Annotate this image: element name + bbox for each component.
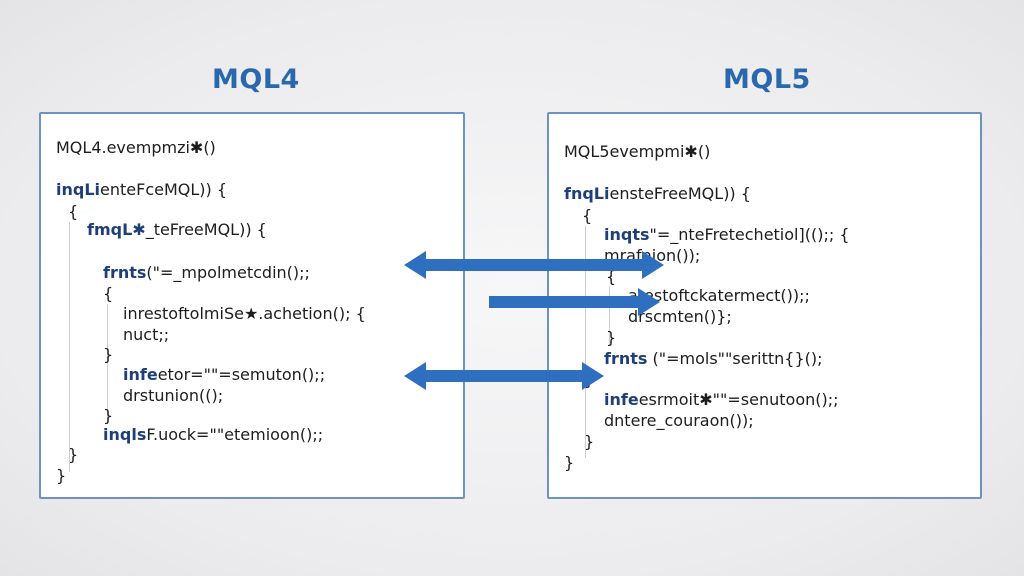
code-keyword: frnts bbox=[604, 349, 648, 368]
code-text: drstunion((); bbox=[123, 386, 224, 405]
code-text: } bbox=[606, 328, 617, 347]
code-line: } bbox=[606, 328, 616, 347]
code-line: dntere_couraon()); bbox=[604, 411, 754, 430]
double-arrow-top bbox=[404, 251, 664, 279]
arrow-right-middle bbox=[489, 288, 660, 316]
code-text: } bbox=[103, 406, 114, 425]
indent-guide bbox=[107, 304, 108, 424]
code-text: etor=""=semuton();; bbox=[157, 365, 326, 384]
code-text: esrmoit✱""=senutoon();; bbox=[638, 390, 839, 409]
code-line: fmqL✱_teFreeMQL)) { bbox=[87, 220, 267, 239]
indent-guide bbox=[69, 222, 70, 472]
code-line: } bbox=[103, 406, 113, 425]
code-line: arestoftckatermect());; bbox=[628, 286, 810, 305]
code-line: inqlsF.uock=""etemioon();; bbox=[103, 425, 323, 444]
code-line: } bbox=[564, 453, 574, 472]
code-keyword: inqls bbox=[103, 425, 147, 444]
code-text: MQL4.evempmzi✱() bbox=[56, 138, 216, 157]
code-text: nuct;; bbox=[123, 325, 170, 344]
mql4-code-panel: MQL4.evempmzi✱() inqLienteFceMQL)) { { fmqL… bbox=[39, 112, 465, 499]
code-text: } bbox=[103, 345, 114, 364]
code-line: inqts"=_nteFretechetiol](();; { bbox=[604, 225, 850, 244]
code-text: ("=_mpolmetcdin();; bbox=[146, 263, 310, 282]
code-text: { bbox=[582, 206, 593, 225]
code-keyword: infe bbox=[123, 365, 158, 384]
code-text: } bbox=[68, 445, 79, 464]
code-line: } bbox=[584, 432, 594, 451]
code-text: _teFreeMQL)) { bbox=[145, 220, 267, 239]
mql4-title: MQL4 bbox=[212, 64, 300, 95]
code-text: { bbox=[103, 284, 114, 303]
code-text: dntere_couraon()); bbox=[604, 411, 754, 430]
code-text: ensteFreeMQL)) { bbox=[609, 184, 751, 203]
code-line: { bbox=[582, 206, 592, 225]
code-line: drstunion((); bbox=[123, 386, 223, 405]
indent-guide bbox=[609, 286, 610, 346]
code-line: infeesrmoit✱""=senutoon();; bbox=[604, 390, 839, 409]
code-line: fnqLiensteFreeMQL)) { bbox=[564, 184, 751, 203]
code-text: inrestoftolmiSe★.achetion(); { bbox=[123, 304, 366, 323]
code-line: infeetor=""=semuton();; bbox=[123, 365, 325, 384]
code-line: MQL4.evempmzi✱() bbox=[56, 138, 216, 157]
code-text: } bbox=[56, 466, 67, 485]
code-keyword: fmqL✱ bbox=[87, 220, 146, 239]
code-line: { bbox=[606, 267, 616, 286]
code-line: frnts ("=mols""serittn{}(); bbox=[604, 349, 823, 368]
code-line: nuct;; bbox=[123, 325, 169, 344]
code-line: frnts("=_mpolmetcdin();; bbox=[103, 263, 310, 282]
arrow-right-middle-shape bbox=[489, 288, 660, 316]
double-arrow-bottom-shape bbox=[404, 362, 604, 390]
code-line: MQL5evempmi✱() bbox=[564, 142, 710, 161]
code-line: } bbox=[103, 345, 113, 364]
code-text: enteFceMQL)) { bbox=[100, 180, 228, 199]
code-line: } bbox=[68, 445, 78, 464]
double-arrow-top-shape bbox=[404, 251, 664, 279]
code-text: { bbox=[606, 267, 617, 286]
code-text: } bbox=[584, 432, 595, 451]
code-line: { bbox=[68, 202, 78, 221]
code-text: MQL5evempmi✱() bbox=[564, 142, 711, 161]
code-keyword: frnts bbox=[103, 263, 147, 282]
code-line: { bbox=[103, 284, 113, 303]
code-text: arestoftckatermect());; bbox=[628, 286, 810, 305]
code-text: } bbox=[564, 453, 575, 472]
code-text: drscmten()}; bbox=[628, 307, 732, 326]
code-keyword: fnqLi bbox=[564, 184, 610, 203]
double-arrow-bottom bbox=[404, 362, 604, 390]
code-text: F.uock=""etemioon();; bbox=[146, 425, 324, 444]
code-text: "=_nteFretechetiol](();; { bbox=[649, 225, 850, 244]
code-line: inqLienteFceMQL)) { bbox=[56, 180, 227, 199]
code-keyword: inqLi bbox=[56, 180, 101, 199]
code-keyword: infe bbox=[604, 390, 639, 409]
code-keyword: inqts bbox=[604, 225, 650, 244]
code-text: { bbox=[68, 202, 79, 221]
code-text: ("=mols""serittn{}(); bbox=[647, 349, 823, 368]
mql5-title: MQL5 bbox=[723, 64, 811, 95]
indent-guide bbox=[585, 226, 586, 458]
code-line: } bbox=[56, 466, 66, 485]
code-line: drscmten()}; bbox=[628, 307, 732, 326]
code-line: inrestoftolmiSe★.achetion(); { bbox=[123, 304, 366, 323]
